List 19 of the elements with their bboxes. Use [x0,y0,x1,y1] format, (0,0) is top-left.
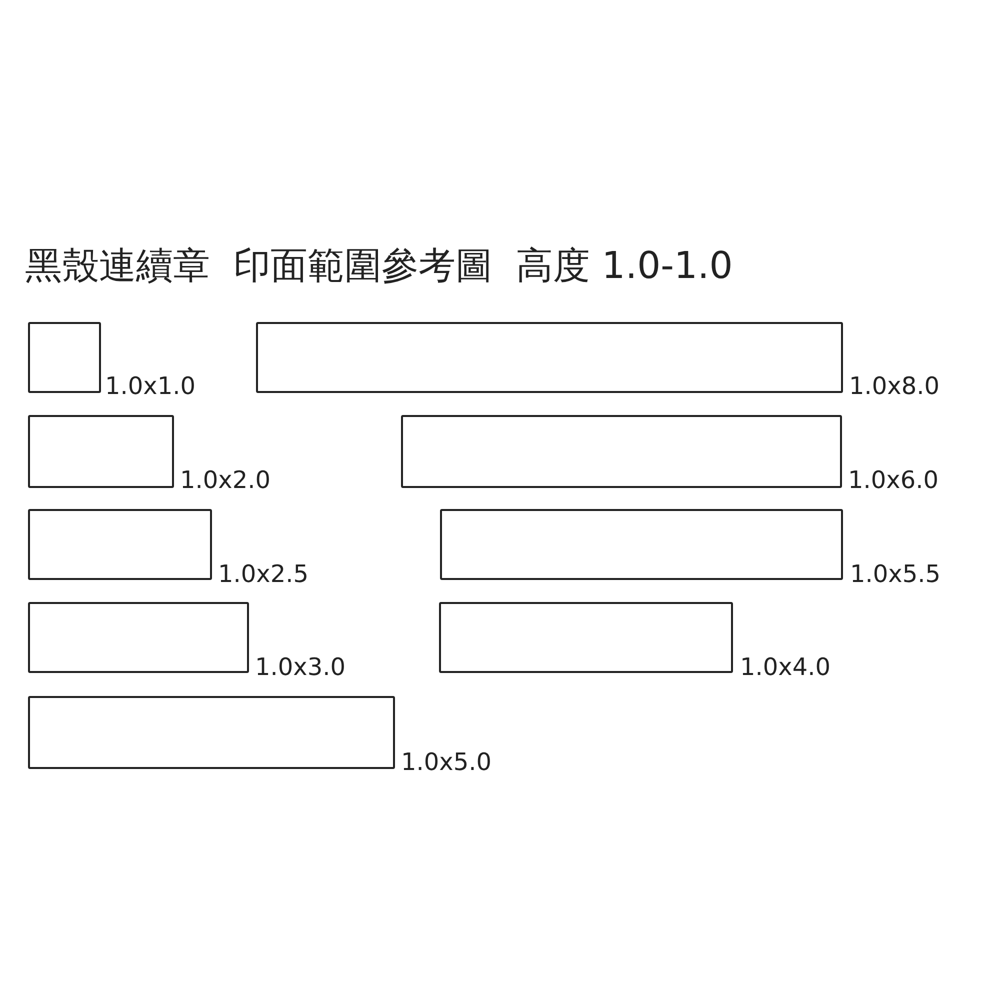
size-label: 1.0x2.5 [218,560,309,589]
size-label: 1.0x8.0 [849,372,940,401]
size-label: 1.0x4.0 [740,653,831,682]
size-label: 1.0x5.5 [850,560,941,589]
stamp-area-box [28,415,174,488]
stamp-area-box [439,602,733,673]
size-label: 1.0x2.0 [180,466,271,495]
stamp-area-box [28,602,249,673]
stamp-area-box [28,509,212,580]
size-label: 1.0x1.0 [105,372,196,401]
size-label: 1.0x6.0 [848,466,939,495]
stamp-area-box [440,509,843,580]
stamp-area-box [256,322,843,393]
size-label: 1.0x3.0 [255,653,346,682]
stamp-area-box [28,696,395,769]
stamp-area-box [28,322,101,393]
stamp-area-box [401,415,842,488]
title: 黑殼連續章 印面範圍參考圖 高度 1.0-1.0 [25,244,733,288]
size-label: 1.0x5.0 [401,748,492,777]
